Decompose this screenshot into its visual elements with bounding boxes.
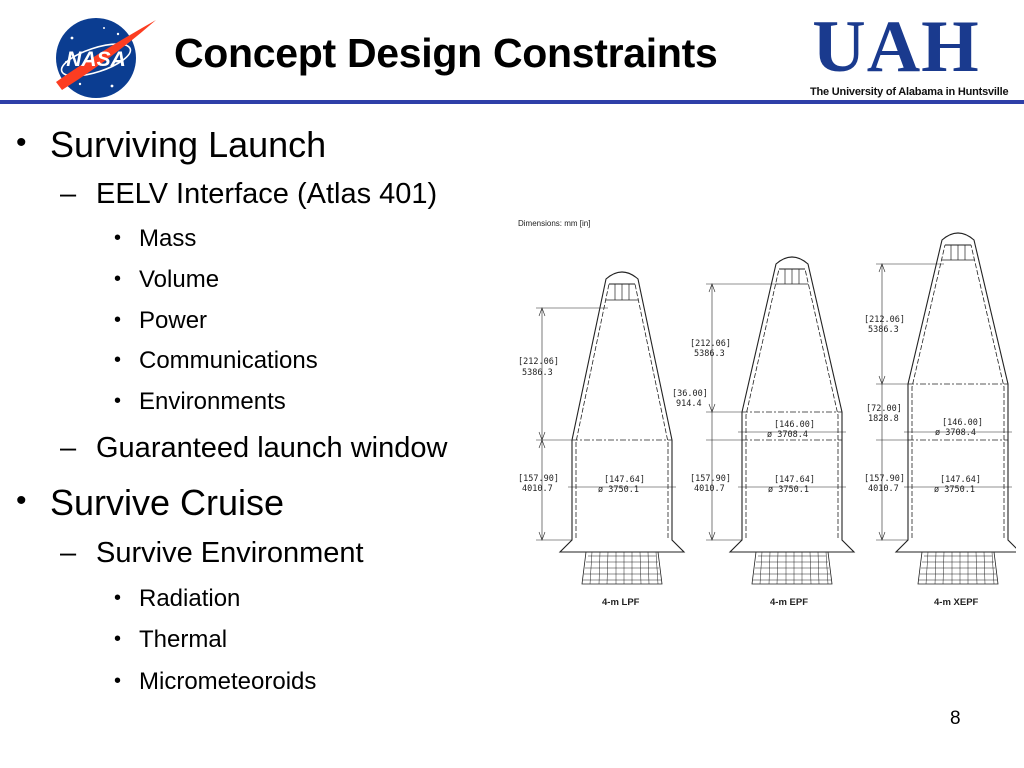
page-title: Concept Design Constraints <box>174 30 718 76</box>
bullet-marker: • <box>114 670 122 692</box>
xepf-cyl-in: [157.90] <box>864 474 905 484</box>
bullet-text: Environments <box>139 388 286 415</box>
epf-ext-dia-mm: ø 3708.4 <box>767 430 808 440</box>
bullet-environments: • Environments <box>114 388 286 416</box>
xepf-ext-mm: 1828.8 <box>868 414 899 424</box>
bullet-marker: • <box>114 628 122 650</box>
bullet-text: EELV Interface (Atlas 401) <box>96 178 438 210</box>
fairing-diagram: Dimensions: mm [in] [212.06] 5386.3 [157… <box>512 212 1022 612</box>
epf-dia-in: [147.64] <box>774 475 815 485</box>
bullet-power: • Power <box>114 307 208 335</box>
bullet-text: Mass <box>139 225 197 252</box>
xepf-cone-in: [212.06] <box>864 315 905 325</box>
lpf-cone-mm: 5386.3 <box>522 368 553 378</box>
bullet-marker: • <box>114 227 122 249</box>
xepf-dia-in: [147.64] <box>940 475 981 485</box>
dimensions-header: Dimensions: mm [in] <box>518 219 590 228</box>
lpf-cone-in: [212.06] <box>518 357 559 367</box>
fairing-epf: [212.06] 5386.3 [36.00] 914.4 [146.00] ø… <box>672 256 856 608</box>
bullet-text: Radiation <box>139 585 241 612</box>
bullet-communications: • Communications <box>114 347 318 375</box>
epf-cyl-mm: 4010.7 <box>694 484 725 494</box>
uah-logo: UAH The University of Alabama in Huntsvi… <box>808 10 1009 104</box>
bullet-marker: – <box>60 432 77 464</box>
page-number: 8 <box>950 708 961 729</box>
bullet-thermal: • Thermal <box>114 626 228 654</box>
bullet-text: Micrometeoroids <box>139 668 317 695</box>
bullet-marker: • <box>114 309 122 331</box>
bullet-mass: • Mass <box>114 225 197 253</box>
bullet-marker: • <box>114 390 122 412</box>
bullet-survive-cruise: • Survive Cruise <box>16 482 285 524</box>
bullet-micrometeoroids: • Micrometeoroids <box>114 668 317 696</box>
bullet-text: Power <box>139 307 208 334</box>
lpf-dia-mm: ø 3750.1 <box>598 485 639 495</box>
bullet-marker: • <box>114 349 122 371</box>
epf-dia-mm: ø 3750.1 <box>768 485 809 495</box>
xepf-cone-mm: 5386.3 <box>868 325 899 335</box>
epf-cyl-in: [157.90] <box>690 474 731 484</box>
bullet-text: Communications <box>139 347 318 374</box>
bullet-text: Volume <box>139 266 220 293</box>
bullet-text: Thermal <box>139 626 228 653</box>
bullet-marker: • <box>16 126 27 159</box>
epf-caption: 4-m EPF <box>770 597 808 608</box>
nasa-logo: NASA <box>52 14 164 98</box>
bullet-volume: • Volume <box>114 266 220 294</box>
epf-ext-dia-in: [146.00] <box>774 420 815 430</box>
bullet-marker: • <box>16 484 27 517</box>
bullet-marker: – <box>60 537 77 569</box>
xepf-caption: 4-m XEPF <box>934 597 979 608</box>
header-divider <box>0 100 1024 104</box>
bullet-radiation: • Radiation <box>114 585 241 613</box>
fairing-lpf: [212.06] 5386.3 [157.90] 4010.7 [147.64]… <box>518 271 686 608</box>
xepf-dia-mm: ø 3750.1 <box>934 485 975 495</box>
lpf-caption: 4-m LPF <box>602 597 640 608</box>
xepf-cyl-mm: 4010.7 <box>868 484 899 494</box>
epf-cone-in: [212.06] <box>690 339 731 349</box>
epf-ext-in: [36.00] <box>672 389 708 399</box>
bullet-surviving-launch: • Surviving Launch <box>16 124 327 166</box>
uah-logo-text: UAH <box>812 6 980 88</box>
bullet-launch-window: – Guaranteed launch window <box>60 432 448 465</box>
lpf-cyl-mm: 4010.7 <box>522 484 553 494</box>
lpf-cyl-in: [157.90] <box>518 474 559 484</box>
bullet-text: Survive Environment <box>96 537 364 569</box>
bullet-marker: • <box>114 587 122 609</box>
lpf-dia-in: [147.64] <box>604 475 645 485</box>
bullet-text: Survive Cruise <box>50 482 285 523</box>
fairing-xepf: [212.06] 5386.3 [72.00] 1828.8 [146.00] … <box>864 232 1022 608</box>
bullet-text: Surviving Launch <box>50 124 327 165</box>
xepf-ext-dia-in: [146.00] <box>942 418 983 428</box>
bullet-text: Guaranteed launch window <box>96 432 448 464</box>
bullet-survive-environment: – Survive Environment <box>60 537 364 570</box>
bullet-marker: – <box>60 178 77 210</box>
bullet-eelv-interface: – EELV Interface (Atlas 401) <box>60 178 438 211</box>
xepf-ext-dia-mm: ø 3708.4 <box>935 428 976 438</box>
nasa-logo-text: NASA <box>66 48 126 71</box>
epf-ext-mm: 914.4 <box>676 399 702 409</box>
epf-cone-mm: 5386.3 <box>694 349 725 359</box>
bullet-marker: • <box>114 268 122 290</box>
xepf-ext-in: [72.00] <box>866 404 902 414</box>
uah-subtitle: The University of Alabama in Huntsville <box>810 86 1009 98</box>
